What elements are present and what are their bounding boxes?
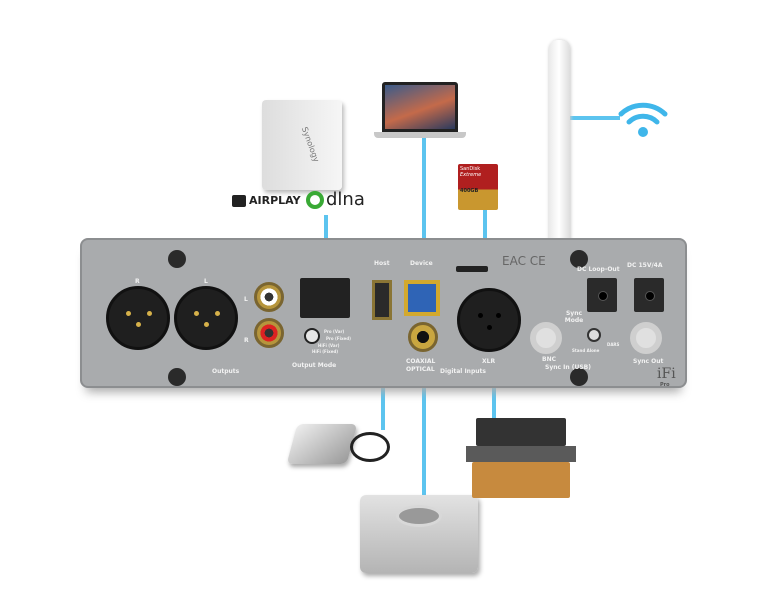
panel-label: Pro (Var)	[324, 329, 345, 334]
screw	[168, 250, 186, 268]
panel-label: R	[244, 337, 249, 344]
cable-coaxial	[422, 330, 426, 500]
usb-device-port[interactable]	[404, 280, 440, 316]
laptop-image	[374, 82, 466, 140]
studio-mixing-desk-image	[466, 418, 576, 500]
panel-label: Sync Mode	[564, 310, 584, 324]
usb-cable-image	[350, 432, 390, 462]
panel-label: OPTICAL	[406, 366, 435, 373]
external-hard-drive-image	[286, 424, 358, 464]
panel-label: L	[204, 278, 208, 285]
panel-label: Sync Out	[633, 358, 664, 365]
panel-label: iFi	[657, 366, 676, 382]
cable-usb-device	[422, 135, 426, 295]
panel-label: Pro (Fixed)	[326, 336, 351, 341]
sd-card-slot[interactable]	[456, 266, 488, 272]
xlr-output-left[interactable]	[174, 286, 238, 350]
bnc-sync-out[interactable]	[630, 322, 662, 354]
panel-label: COAXIAL	[406, 358, 436, 365]
dlna-logo: dlna	[306, 189, 365, 210]
coaxial-optical-input[interactable]	[408, 322, 438, 352]
panel-label: Output Mode	[292, 362, 337, 369]
panel-label: BNC	[542, 356, 556, 363]
panel-label: Sync In (USB)	[545, 364, 591, 371]
ifi-pro-rear-panel: R L L R Pro (Var) Pro (Fixed) HiFi (Var)…	[80, 238, 687, 388]
panel-label: HiFi (Var)	[318, 343, 340, 348]
bnc-sync-in[interactable]	[530, 322, 562, 354]
ethernet-port[interactable]	[300, 278, 350, 318]
panel-label: XLR	[482, 358, 496, 365]
synology-logo: Synology	[299, 125, 321, 164]
airplay-text: AIRPLAY	[249, 194, 301, 207]
panel-label: DC 15V/4A	[627, 262, 663, 269]
panel-label: R	[135, 278, 140, 285]
panel-label: Pro	[660, 382, 670, 388]
xlr-digital-input[interactable]	[457, 288, 521, 352]
usb-host-port[interactable]	[372, 280, 392, 320]
panel-label: Host	[374, 260, 390, 267]
cable-wifi	[565, 116, 620, 120]
rca-output-left[interactable]	[254, 282, 284, 312]
sd-card-image: SanDisk Extreme 400GB	[458, 164, 498, 210]
panel-label: EAC CE	[502, 254, 546, 268]
panel-label: DC Loop-Out	[577, 266, 620, 273]
rca-output-right[interactable]	[254, 318, 284, 348]
panel-label: Device	[410, 260, 433, 267]
panel-label: Outputs	[212, 368, 240, 375]
wifi-icon	[613, 92, 673, 142]
screw	[570, 250, 588, 268]
panel-label: Stand Alone	[572, 348, 600, 353]
dc-loop-out-port[interactable]	[587, 278, 617, 312]
panel-label: HiFi (Fixed)	[312, 349, 339, 354]
nas-synology-image: Synology	[262, 100, 342, 190]
airplay-icon	[232, 194, 246, 207]
cd-transport-image	[360, 495, 478, 573]
output-mode-knob[interactable]	[304, 328, 320, 344]
sync-mode-knob[interactable]	[587, 328, 601, 342]
panel-label: Digital Inputs	[440, 368, 486, 375]
dc-power-input[interactable]	[634, 278, 664, 312]
screw	[570, 368, 588, 386]
dlna-icon	[306, 190, 324, 209]
xlr-output-right[interactable]	[106, 286, 170, 350]
panel-label: DARS	[607, 342, 620, 347]
screw	[168, 368, 186, 386]
panel-label: L	[244, 296, 248, 303]
airplay-logo: AIRPLAY	[232, 194, 301, 207]
